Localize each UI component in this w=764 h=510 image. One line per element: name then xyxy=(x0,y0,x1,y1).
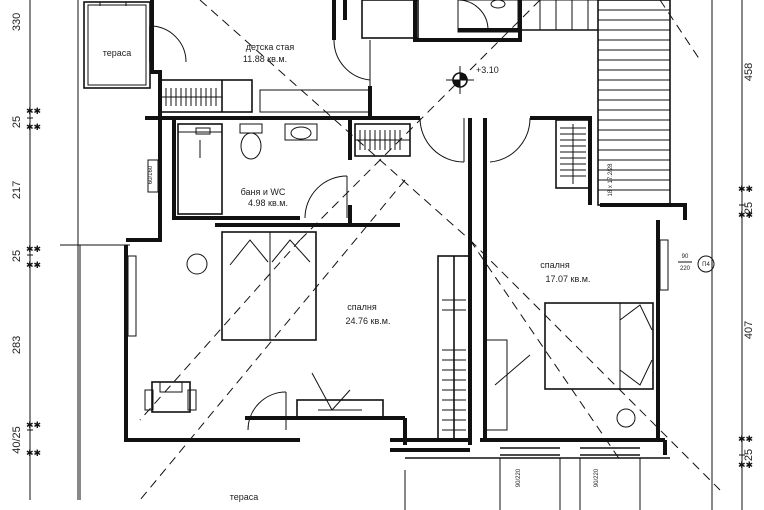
svg-text:✱✱: ✱✱ xyxy=(26,261,41,271)
right-window-top: 90 xyxy=(682,254,689,260)
level-mark-text: +3.10 xyxy=(476,65,499,75)
svg-text:✱✱: ✱✱ xyxy=(738,185,753,195)
bedroom-right-name: спалня xyxy=(540,260,570,270)
terrace-bottom-label: тераса xyxy=(230,492,259,502)
bath-name: баня и WC xyxy=(241,187,286,197)
staircase: 18 x 17.2/28 xyxy=(520,0,671,206)
dim-left-1: 330 xyxy=(11,13,23,31)
terrace-top-label: тераса xyxy=(103,48,132,58)
bedroom-left: спалня 24.76 кв.м. xyxy=(127,231,471,442)
dim-left-6: 40/25 xyxy=(11,426,23,454)
walls xyxy=(79,0,687,510)
dim-right-2: 25 xyxy=(743,202,755,214)
bath-wc: 60/160 баня и WC 4.98 кв.м. xyxy=(147,123,348,219)
right-dimensions: 458 25 407 25 xyxy=(743,63,755,461)
stair-label: 18 x 17.2/28 xyxy=(608,163,614,197)
right-window-bottom: 220 xyxy=(680,266,691,272)
bedroom-left-area: 24.76 кв.м. xyxy=(346,316,391,326)
bedroom-left-name: спалня xyxy=(347,302,377,312)
left-dimension-ticks: ✱✱ ✱✱ ✱✱ ✱✱ ✱✱ ✱✱ xyxy=(26,107,41,459)
diagonal-dashed-lines xyxy=(139,0,721,501)
svg-text:✱✱: ✱✱ xyxy=(26,449,41,459)
svg-text:✱✱: ✱✱ xyxy=(738,461,753,471)
bottom-window-b: 90/220 xyxy=(594,468,600,487)
dim-left-4: 25 xyxy=(11,250,23,262)
dim-right-1: 458 xyxy=(743,63,755,81)
bedroom-right-area: 17.07 кв.м. xyxy=(546,274,591,284)
svg-text:✱✱: ✱✱ xyxy=(26,245,41,255)
svg-text:✱✱: ✱✱ xyxy=(738,435,753,445)
kids-wardrobe-hatch xyxy=(160,88,222,106)
left-dimension-line xyxy=(27,0,130,500)
dim-left-3: 217 xyxy=(11,181,23,199)
dim-left-5: 283 xyxy=(11,336,23,354)
svg-text:✱✱: ✱✱ xyxy=(738,211,753,221)
window-tag: П4 xyxy=(702,262,710,268)
kids-room-area: 11.88 кв.м. xyxy=(243,54,287,64)
level-mark: +3.10 xyxy=(446,65,499,94)
terrace-top-area: тераса xyxy=(83,1,187,89)
svg-text:✱✱: ✱✱ xyxy=(26,123,41,133)
bedroom-right: спалня 17.07 кв.м. 90 220 П4 xyxy=(484,119,715,431)
dim-right-4: 25 xyxy=(743,449,755,461)
right-dimension-ticks: ✱✱ ✱✱ ✱✱ ✱✱ xyxy=(738,185,753,471)
left-dimensions: 330 25 217 25 283 40/25 xyxy=(11,13,23,454)
svg-text:✱✱: ✱✱ xyxy=(26,107,41,117)
dim-right-3: 407 xyxy=(743,321,755,339)
bath-area: 4.98 кв.м. xyxy=(248,198,288,208)
kids-room: детска стая 11.88 кв.м. xyxy=(159,0,519,113)
corridor-wardrobe xyxy=(354,117,531,163)
kids-room-name: детска стая xyxy=(246,42,295,52)
bath-window-mark: 60/160 xyxy=(148,165,154,184)
terrace-bottom-area: 90/220 90/220 тераса xyxy=(230,447,641,510)
bottom-window-a: 90/220 xyxy=(516,468,522,487)
dim-left-2: 25 xyxy=(11,116,23,128)
right-dimension-line xyxy=(711,0,745,510)
svg-text:✱✱: ✱✱ xyxy=(26,421,41,431)
